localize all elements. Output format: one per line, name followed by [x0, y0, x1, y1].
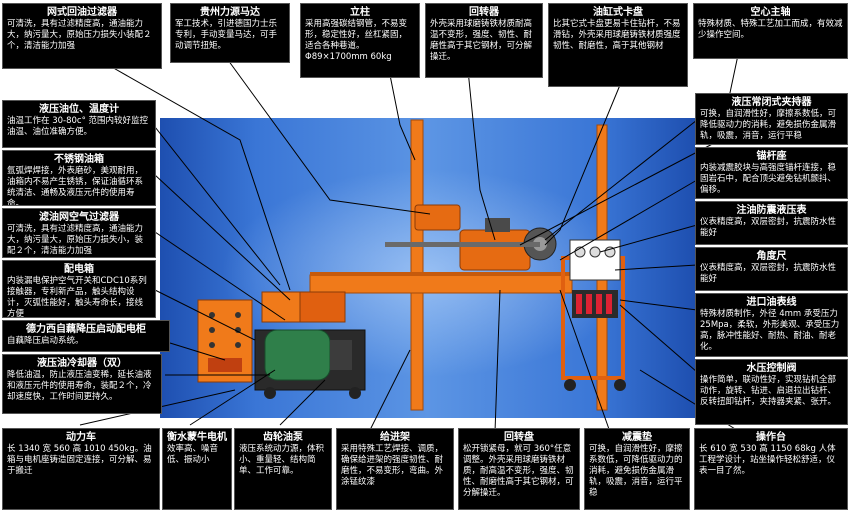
- box-title: 空心主轴: [750, 7, 791, 18]
- box-gear-pump: 齿轮油泵 液压系统动力源，体积小、重量轻、结构简单、工作可靠。: [234, 428, 332, 510]
- box-power-truck: 动力车 长 1340 宽 560 高 1010 450kg。油箱与电机座铸造固定…: [2, 428, 160, 510]
- box-text: 可清洗，具有过滤精度高，通油能力大，纳污量大，原始压力损失小，装配２个，清洁能力…: [7, 224, 144, 256]
- box-console: 操作台 长 610 宽 530 高 1150 68kg 人体工程学设计，站坐操作…: [694, 428, 848, 510]
- box-title: 回转盘: [504, 432, 534, 443]
- box-title: 液压油位、温度计: [39, 104, 119, 115]
- box-starter: 德力西自藕降压启动配电柜 自藕降压启动系统。: [2, 320, 170, 352]
- box-text: 长 610 宽 530 高 1150 68kg 人体工程学设计，站坐操作轻松舒适…: [699, 444, 836, 476]
- box-text: 内装减震胶块与高强度锚杆连接，稳固岩石中，配合顶尖避免钻机颤抖、偏移。: [700, 163, 837, 195]
- box-text: 仪表精度高，双层密封，抗震防水性能好: [700, 263, 837, 284]
- box-air-filter: 滤油网空气过滤器 可清洗，具有过滤精度高，通油能力大，纳污量大，原始压力损失小，…: [2, 208, 156, 258]
- box-title: 注油防震液压表: [736, 205, 807, 216]
- box-text: 采用特殊工艺焊接、调质，确保给进架的强度韧性、耐磨性，不易变形，弯曲。外涂锰纹漆: [341, 444, 444, 487]
- box-anchor-head: 锚杆座 内装减震胶块与高强度锚杆连接，稳固岩石中，配合顶尖避免钻机颤抖、偏移。: [695, 147, 848, 199]
- box-column: 立柱 采用高强碳结钢管，不易变形，稳定性好，丝杠紧固，适合各种巷道。 Φ89×1…: [300, 3, 420, 78]
- box-text: 油温工作在 30-80c° 范围内较好监控油温、油位准确方便。: [7, 116, 149, 137]
- box-title: 衡水蒙牛电机: [167, 432, 227, 443]
- box-text: 氩弧焊焊接，外表磨砂，美观耐用，油箱内不易产生锈锈，保证油循环系统清洁、通畅及液…: [7, 166, 144, 206]
- box-title: 操作台: [756, 432, 786, 443]
- box-cylinder-chuck: 油缸式卡盘 比其它式卡盘更易卡住钻杆，不易滑钻，外壳采用球磨铸铁材质强度韧性、耐…: [548, 3, 688, 87]
- box-text: 可换，自润滑性好，摩擦系数低，可降低驱动力的消耗，避免损伤金属滑轨，吸震，消音，…: [589, 444, 683, 498]
- box-title: 减震垫: [622, 432, 652, 443]
- box-text: 操作简单，联动性好，实现钻机全部动作，旋转、钻进、启退拉出钻杆、反转扭卸钻杆，夹…: [700, 375, 837, 407]
- box-title: 不锈钢油箱: [54, 154, 104, 165]
- backdrop: [160, 118, 695, 418]
- box-anti-shock-gauge: 注油防震液压表 仪表精度高，双层密封，抗震防水性能好: [695, 201, 848, 245]
- box-text: 可换，自润滑性好，摩擦系数低，可降低驱动力的消耗，避免损伤金属滑轨，吸震，消音，…: [700, 109, 837, 141]
- box-oil-cooler: 液压油冷却器（双） 降低油温，防止液压油变稀，延长油液和液压元件的使用寿命，装配…: [2, 354, 162, 414]
- box-text: 可清洗，具有过滤精度高，通油能力大，纳污量大，原始压力损失小装配２个，清洁能力加…: [7, 19, 152, 51]
- box-title: 进口油表线: [746, 297, 797, 308]
- box-text: 松开锁紧母，就可 360°任意调整。外壳采用球磨铸铁材质，耐高温不变形，强度、韧…: [463, 444, 574, 498]
- box-title: 水压控制阀: [746, 363, 797, 374]
- box-text: 效率高、噪音低、振动小: [167, 444, 219, 465]
- box-text: 比其它式卡盘更易卡住钻杆，不易滑钻，外壳采用球磨铸铁材质强度韧性、耐磨性，高于其…: [553, 19, 681, 51]
- box-angle-gauge: 角度尺 仪表精度高，双层密封，抗震防水性能好: [695, 247, 848, 291]
- box-damper-pad: 减震垫 可换，自润滑性好，摩擦系数低，可降低驱动力的消耗，避免损伤金属滑轨，吸震…: [584, 428, 690, 510]
- box-title: 给进架: [380, 432, 410, 443]
- box-title: 液压油冷却器（双）: [37, 358, 127, 369]
- box-text: 外壳采用球磨铸铁材质耐高温不变形，强度、韧性、耐磨性高于其它钢材，可分解操迁。: [430, 19, 533, 62]
- box-rotator: 回转器 外壳采用球磨铸铁材质耐高温不变形，强度、韧性、耐磨性高于其它钢材，可分解…: [425, 3, 543, 78]
- box-motor-guizhou: 贵州力源马达 军工技术，引进德国力士乐专利，手动变量马达，可手动调节扭矩。: [170, 3, 290, 63]
- box-title: 贵州力源马达: [200, 7, 260, 18]
- box-text: 自藕降压启动系统。: [7, 336, 84, 346]
- box-text: 液压系统动力源，体积小、重量轻、结构简单、工作可靠。: [239, 444, 325, 476]
- box-hose: 进口油表线 特殊材质制作，外径 4mm 承受压力 25Mpa，柔软，外形美观、承…: [695, 293, 848, 357]
- box-text: 采用高强碳结钢管，不易变形，稳定性好，丝杠紧固，适合各种巷道。 Φ89×1700…: [305, 19, 408, 62]
- box-text: 长 1340 宽 560 高 1010 450kg。油箱与电机座铸造固定连接，可…: [7, 444, 152, 476]
- box-title: 德力西自藕降压启动配电柜: [26, 324, 146, 335]
- box-title: 立柱: [350, 7, 370, 18]
- box-text: 仪表精度高，双层密封，抗震防水性能好: [700, 217, 837, 238]
- box-clamp: 液压常闭式夹持器 可换，自润滑性好，摩擦系数低，可降低驱动力的消耗，避免损伤金属…: [695, 93, 848, 145]
- box-text: 内装漏电保护空气开关和CDC10系列接触器，专利新产品，触头结构设计，灭弧性能好…: [7, 276, 147, 318]
- box-text: 降低油温，防止液压油变稀，延长油液和液压元件的使用寿命，装配２个，冷却速度快，工…: [7, 370, 152, 402]
- box-title: 液压常闭式夹持器: [731, 97, 812, 108]
- box-motor-hengshui: 衡水蒙牛电机 效率高、噪音低、振动小: [162, 428, 232, 510]
- box-hollow-spindle: 空心主轴 特殊材质、特殊工艺加工而成，有效减少操作空间。: [693, 3, 848, 59]
- box-title: 齿轮油泵: [263, 432, 303, 443]
- box-title: 锚杆座: [756, 151, 787, 162]
- box-title: 油缸式卡盘: [593, 7, 643, 18]
- box-title: 动力车: [66, 432, 96, 443]
- box-hydraulic-control: 水压控制阀 操作简单，联动性好，实现钻机全部动作，旋转、钻进、启退拉出钻杆、反转…: [695, 359, 848, 425]
- box-text: 特殊材质制作，外径 4mm 承受压力 25Mpa，柔软，外形美观、承受压力高，脉…: [700, 309, 840, 352]
- box-rotary-table: 回转盘 松开锁紧母，就可 360°任意调整。外壳采用球磨铸铁材质，耐高温不变形，…: [458, 428, 580, 510]
- box-title: 网式回油过滤器: [47, 7, 117, 18]
- box-feed-frame: 给进架 采用特殊工艺焊接、调质，确保给进架的强度韧性、耐磨性，不易变形，弯曲。外…: [336, 428, 454, 510]
- box-oil-level: 液压油位、温度计 油温工作在 30-80c° 范围内较好监控油温、油位准确方便。: [2, 100, 156, 148]
- box-title: 回转器: [469, 7, 499, 18]
- box-title: 角度尺: [756, 251, 787, 262]
- box-power-box: 配电箱 内装漏电保护空气开关和CDC10系列接触器，专利新产品，触头结构设计，灭…: [2, 260, 156, 318]
- box-text: 特殊材质、特殊工艺加工而成，有效减少操作空间。: [698, 19, 843, 40]
- box-title: 滤油网空气过滤器: [39, 212, 119, 223]
- box-ss-tank: 不锈钢油箱 氩弧焊焊接，外表磨砂，美观耐用，油箱内不易产生锈锈，保证油循环系统清…: [2, 150, 156, 206]
- box-text: 军工技术，引进德国力士乐专利，手动变量马达，可手动调节扭矩。: [175, 19, 278, 51]
- box-title: 配电箱: [64, 264, 94, 275]
- box-filter-return: 网式回油过滤器 可清洗，具有过滤精度高，通油能力大，纳污量大，原始压力损失小装配…: [2, 3, 162, 69]
